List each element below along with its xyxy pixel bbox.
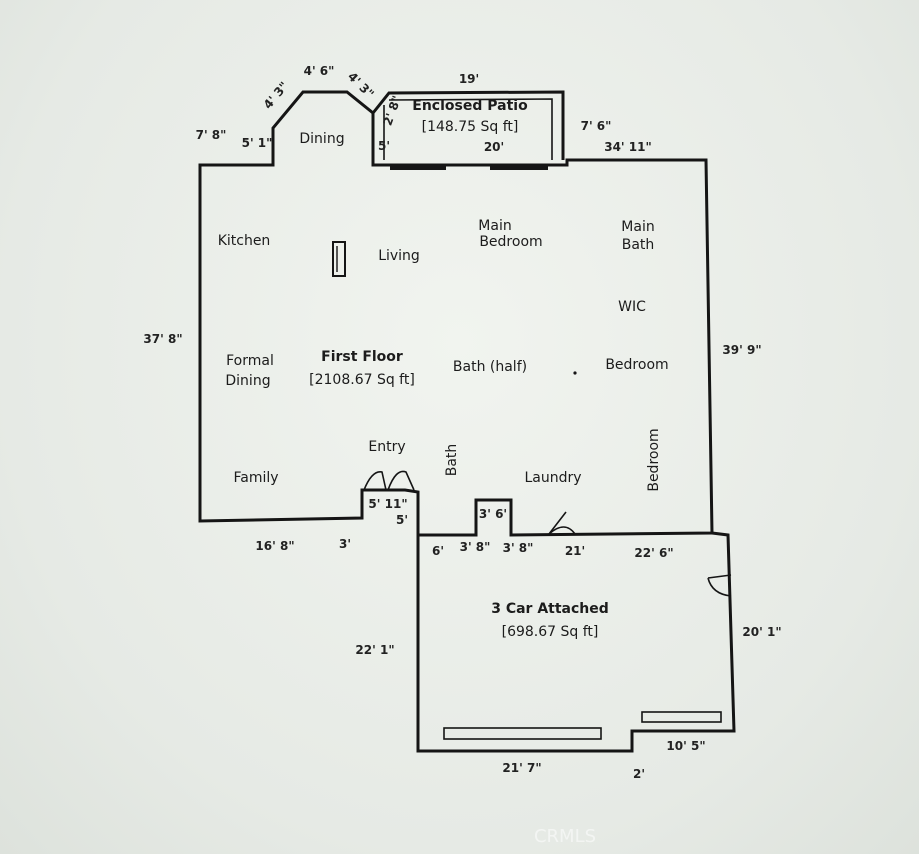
room-main-bedroom-line2: Bedroom	[479, 234, 542, 250]
dim-16-8: 16' 8"	[255, 539, 294, 553]
watermark: CRMLS	[534, 826, 596, 847]
garage-door-icon	[707, 574, 732, 597]
dim-4-6: 4' 6"	[304, 64, 335, 78]
entry-door-right-icon	[387, 470, 415, 491]
garage-title: 3 Car Attached	[491, 601, 609, 617]
room-family: Family	[233, 470, 278, 486]
room-kitchen: Kitchen	[218, 233, 271, 249]
room-laundry: Laundry	[524, 470, 581, 486]
entry-door-left-icon	[363, 471, 387, 491]
room-main-bedroom-line1: Main	[478, 218, 511, 234]
room-living: Living	[378, 248, 420, 264]
dim-20-1: 20' 1"	[742, 625, 781, 639]
dim-22-6: 22' 6"	[634, 546, 673, 560]
dim-3-8-a: 3' 8"	[460, 540, 491, 554]
patio-title: Enclosed Patio	[412, 98, 528, 114]
garage-door-small	[641, 711, 722, 723]
room-bath-vertical: Bath	[444, 444, 460, 477]
dim-3: 3'	[339, 537, 351, 551]
dim-2: 2'	[633, 767, 645, 781]
patio-inner-wall	[388, 98, 553, 160]
first-floor-area: [2108.67 Sq ft]	[309, 372, 415, 388]
room-bath-half: Bath (half)	[453, 359, 527, 375]
marker-dot	[573, 371, 577, 375]
dim-3-6: 3' 6'	[479, 507, 507, 521]
dim-20: 20'	[484, 140, 504, 154]
room-dining: Dining	[299, 131, 344, 147]
garage-area: [698.67 Sq ft]	[502, 624, 599, 640]
patio-door-left	[390, 164, 446, 170]
patio-area: [148.75 Sq ft]	[422, 119, 519, 135]
dim-37-8: 37' 8"	[143, 332, 182, 346]
dim-3-8-b: 3' 8"	[503, 541, 534, 555]
room-formal-dining-line1: Formal	[226, 353, 274, 369]
dim-5-entry: 5'	[396, 513, 408, 527]
dim-7-8: 7' 8"	[196, 128, 227, 142]
dim-19: 19'	[459, 72, 479, 86]
garage-outline	[416, 531, 736, 753]
dim-5-11: 5' 11"	[368, 497, 407, 511]
room-bedroom: Bedroom	[605, 357, 668, 373]
room-wic: WIC	[618, 299, 646, 315]
dim-22-1: 22' 1"	[355, 643, 394, 657]
dim-21-7: 21' 7"	[502, 761, 541, 775]
dim-34-11: 34' 11"	[604, 140, 652, 154]
room-main-bath-line1: Main	[621, 219, 654, 235]
patio-door-right	[490, 164, 548, 170]
dim-4-3-right: 4' 3"	[345, 69, 377, 101]
room-main-bath-line2: Bath	[622, 237, 655, 253]
garage-door-main	[443, 727, 602, 740]
fireplace-icon	[332, 241, 346, 277]
laundry-door-icon	[548, 511, 576, 535]
dim-21: 21'	[565, 544, 585, 558]
room-formal-dining-line2: Dining	[225, 373, 270, 389]
room-entry: Entry	[368, 439, 405, 455]
first-floor-outline	[198, 90, 714, 537]
dim-39-9: 39' 9"	[722, 343, 761, 357]
room-bedroom-vertical: Bedroom	[646, 428, 662, 491]
first-floor-title: First Floor	[321, 349, 403, 365]
dim-5-patio: 5'	[378, 139, 390, 153]
dim-10-5: 10' 5"	[666, 739, 705, 753]
dim-7-6: 7' 6"	[581, 119, 612, 133]
patio-outline	[371, 90, 565, 160]
dim-6: 6'	[432, 544, 444, 558]
dim-5-1: 5' 1"	[242, 136, 273, 150]
dim-4-3-left: 4' 3"	[261, 79, 292, 112]
